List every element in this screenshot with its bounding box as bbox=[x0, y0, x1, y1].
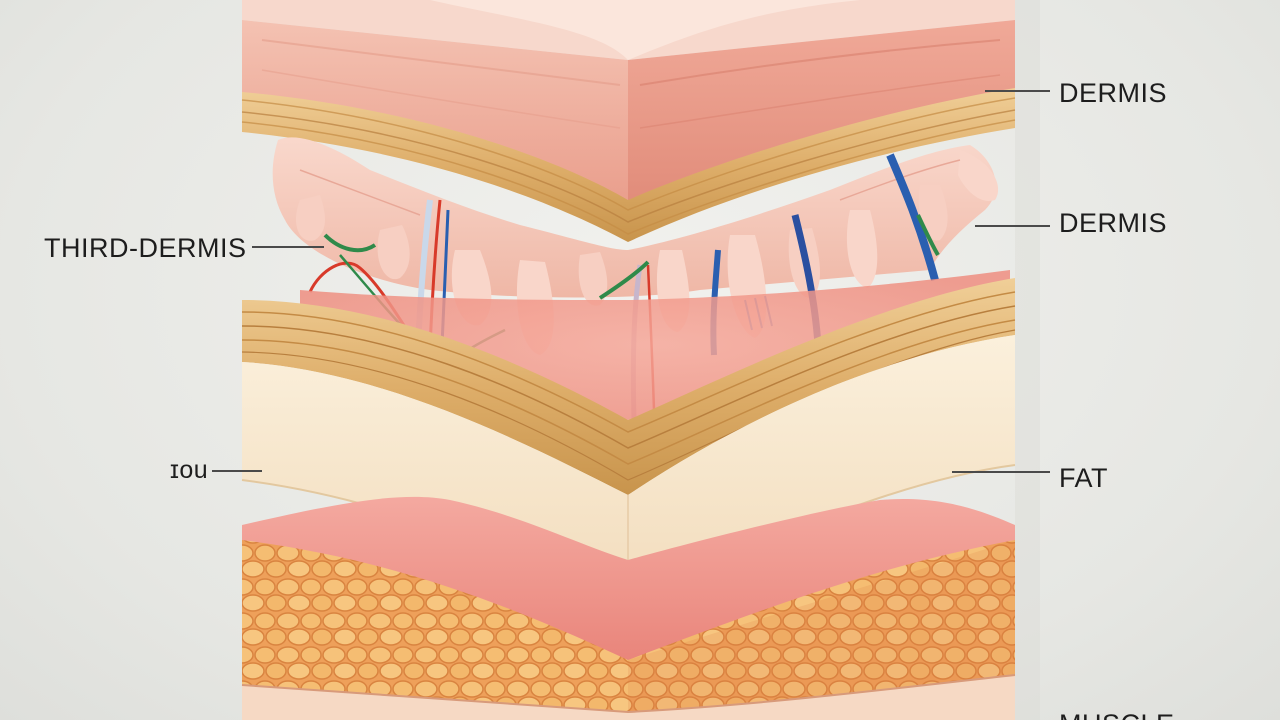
muscle-block bbox=[241, 496, 1016, 720]
label-third-dermis: THIRD-DERMIS bbox=[44, 233, 247, 263]
label-left-small: ɪou bbox=[170, 456, 209, 484]
label-dermis-mid: DERMIS bbox=[1059, 208, 1168, 238]
label-dermis-top: DERMIS bbox=[1059, 78, 1168, 108]
leader-line-dermis-mid bbox=[975, 225, 1050, 227]
leader-line-dermis-top bbox=[985, 90, 1050, 92]
leader-line-fat bbox=[952, 471, 1050, 473]
epidermis-block bbox=[241, 0, 1016, 242]
label-muscle-partial: MUSCLE bbox=[1059, 709, 1175, 720]
leader-line-third-dermis bbox=[252, 246, 324, 248]
label-fat: FAT bbox=[1059, 463, 1109, 493]
leader-line-left-small bbox=[212, 470, 262, 472]
dermis-floor bbox=[300, 270, 1010, 420]
